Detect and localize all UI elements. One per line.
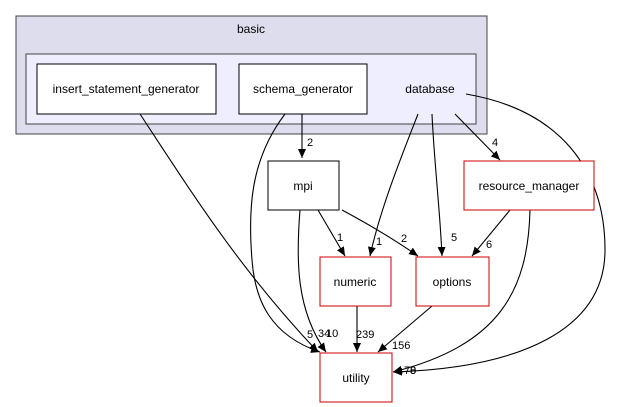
node-resource-manager[interactable]: resource_manager	[463, 160, 595, 211]
node-insert-statement-generator-label: insert_statement_generator	[53, 82, 200, 96]
edge-schema-to-utility	[249, 113, 321, 353]
edge-label-database-to-resource-manager[interactable]: 4	[492, 137, 498, 149]
node-numeric[interactable]: numeric	[319, 256, 392, 307]
node-mpi[interactable]: mpi	[267, 160, 340, 211]
node-schema-generator-label: schema_generator	[253, 82, 353, 96]
edge-resource-manager-to-options	[471, 209, 511, 257]
edge-label-mpi-to-numeric[interactable]: 1	[337, 232, 343, 244]
node-utility[interactable]: utility	[319, 352, 393, 403]
cluster-basic-label: basic	[237, 22, 265, 36]
node-resource-manager-label: resource_manager	[479, 179, 580, 193]
edge-label-to-utility-a[interactable]: 5	[307, 329, 313, 341]
edge-resource-manager-to-utility	[392, 209, 531, 374]
edge-label-to-utility-d[interactable]: 70	[404, 365, 416, 377]
edge-label-schema-to-mpi[interactable]: 2	[307, 137, 313, 149]
node-mpi-label: mpi	[293, 179, 312, 193]
edge-label-to-utility-e[interactable]: 8	[410, 365, 416, 377]
edge-label-to-utility-b[interactable]: 34	[318, 328, 330, 340]
edge-database-to-options	[431, 113, 446, 257]
edge-label-to-utility-c[interactable]: 10	[326, 328, 338, 340]
node-options-label: options	[433, 275, 472, 289]
edge-label-database-to-numeric[interactable]: 1	[376, 236, 382, 248]
edge-database-to-resource-manager	[454, 113, 501, 161]
edge-labels: 2 4 1 5 1 2 6 5 34 10 239 156 70 8	[307, 137, 498, 377]
edge-mpi-to-options	[341, 209, 419, 257]
node-numeric-label: numeric	[334, 275, 377, 289]
edge-mpi-to-utility	[297, 209, 327, 353]
cluster-database-label: database	[405, 82, 455, 96]
edge-label-options-to-utility[interactable]: 156	[392, 340, 410, 352]
edge-insert-to-utility	[139, 113, 319, 353]
edge-label-database-to-options[interactable]: 5	[451, 232, 457, 244]
edge-database-to-utility	[392, 93, 606, 376]
edge-database-to-numeric	[368, 113, 419, 257]
edge-options-to-utility	[377, 305, 433, 353]
edge-label-numeric-to-utility[interactable]: 239	[356, 329, 374, 341]
edge-mpi-to-numeric	[317, 209, 346, 257]
edge-label-mpi-to-options[interactable]: 2	[401, 233, 407, 245]
edge-label-resource-manager-to-options[interactable]: 6	[486, 239, 492, 251]
edges	[139, 93, 606, 376]
node-insert-statement-generator[interactable]: insert_statement_generator	[36, 63, 217, 115]
node-schema-generator[interactable]: schema_generator	[238, 63, 368, 115]
node-utility-label: utility	[342, 371, 369, 385]
node-options[interactable]: options	[415, 256, 490, 307]
